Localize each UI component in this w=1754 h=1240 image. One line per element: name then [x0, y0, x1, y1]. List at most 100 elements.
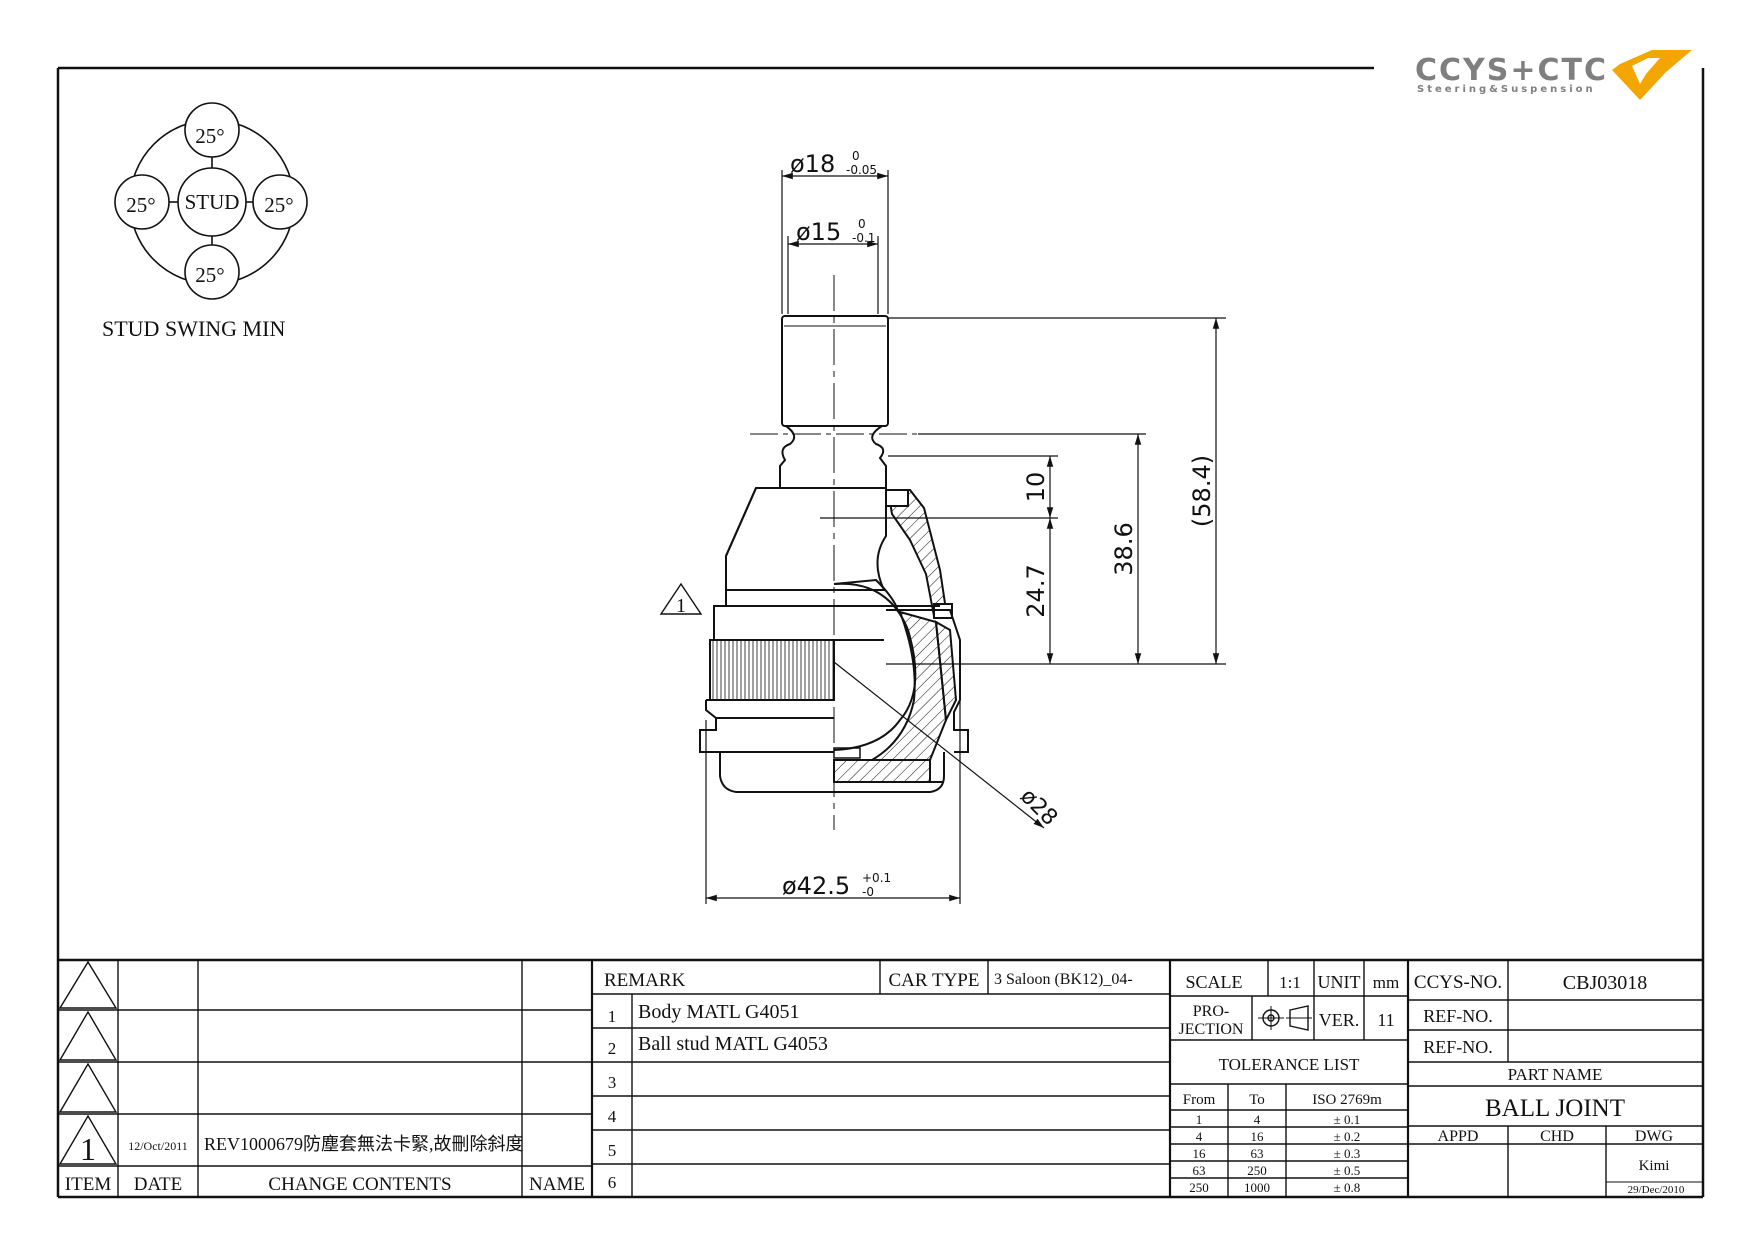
ball-joint-part	[699, 275, 1045, 830]
revision-row-3-triangle-icon	[58, 1062, 118, 1113]
scale-label: SCALE	[1185, 972, 1242, 992]
dim-h386: 38.6	[1110, 522, 1138, 575]
dim-h247: 24.7	[1022, 564, 1050, 617]
tol-row-3-from: 16	[1193, 1146, 1207, 1161]
ccys-no-label: CCYS-NO.	[1414, 972, 1502, 993]
company-logo: CCYS+CTC Steering&Suspension	[1415, 50, 1692, 100]
car-type-label: CAR TYPE	[889, 970, 980, 991]
revision-row-4-mark: 1	[80, 1131, 96, 1167]
dimension-labels: ø18 0 -0.05 ø15 0 -0.1 10 24.7 38.6 (58.…	[659, 149, 1216, 900]
revision-row-4-content: REV1000679防塵套無法卡緊,故刪除斜度	[204, 1134, 524, 1154]
remark-row-3-num: 3	[608, 1073, 617, 1092]
tol-header-to: To	[1249, 1092, 1265, 1108]
car-type-value: 3 Saloon (BK12)_04-	[994, 971, 1133, 988]
swing-right-angle: 25°	[264, 193, 293, 217]
dim-h10: 10	[1022, 472, 1050, 503]
dim-d15-tol-lower: -0.1	[852, 231, 875, 245]
dim-d18-tol-lower: -0.05	[846, 163, 877, 177]
dim-d425-tol-upper: +0.1	[862, 871, 891, 885]
unit-value: mm	[1373, 973, 1399, 992]
dim-d18-tol-upper: 0	[852, 149, 860, 163]
dim-h584: (58.4)	[1188, 455, 1216, 527]
tol-header-iso: ISO 2769m	[1312, 1092, 1382, 1108]
ref-no-label-2: REF-NO.	[1423, 1037, 1493, 1057]
revision-table	[58, 960, 594, 1197]
tol-row-3-to: 63	[1251, 1146, 1264, 1161]
stud-thread	[781, 315, 889, 427]
tol-row-1-to: 4	[1254, 1112, 1261, 1127]
stud-swing-caption: STUD SWING MIN	[102, 316, 285, 341]
scale-value: 1:1	[1279, 973, 1301, 992]
revision-header-content: CHANGE CONTENTS	[268, 1174, 451, 1195]
revision-header-date: DATE	[134, 1174, 183, 1195]
stud-swing-diagram: STUD 25° 25° 25° 25° STUD SWING MIN	[102, 102, 308, 341]
remark-row-2-text: Ball stud MATL G4053	[638, 1033, 828, 1055]
revision-triangle-number: 1	[676, 595, 686, 617]
revision-header-item: ITEM	[65, 1174, 112, 1195]
revision-row-1-triangle-icon	[58, 960, 118, 1009]
logo-brand: CCYS+CTC	[1415, 53, 1608, 88]
tol-row-5-value: ± 0.8	[1334, 1180, 1361, 1195]
ver-value: 11	[1377, 1010, 1394, 1030]
swing-top-angle: 25°	[195, 124, 224, 148]
remark-row-2-num: 2	[608, 1039, 617, 1058]
dwg-date: 29/Dec/2010	[1628, 1184, 1685, 1196]
revision-row-4-triangle-icon	[58, 1114, 118, 1165]
tol-row-5-to: 1000	[1244, 1180, 1270, 1195]
ver-label: VER.	[1319, 1010, 1360, 1030]
bearing-section	[868, 610, 948, 761]
logo-tagline: Steering&Suspension	[1417, 84, 1596, 95]
tol-header-from: From	[1183, 1092, 1216, 1108]
dim-d18: ø18	[790, 150, 835, 178]
tol-row-4-from: 63	[1193, 1163, 1206, 1178]
swing-left-angle: 25°	[126, 193, 155, 217]
remark-row-6-num: 6	[608, 1173, 617, 1192]
tol-row-5-from: 250	[1189, 1180, 1209, 1195]
revision-table-text: 1 12/Oct/2011 REV1000679防塵套無法卡緊,故刪除斜度 IT…	[65, 1131, 585, 1195]
remark-label: REMARK	[604, 970, 686, 991]
projection-label-2: JECTION	[1179, 1021, 1244, 1038]
logo-mark-icon	[1612, 50, 1692, 100]
dim-d28: ø28	[1015, 784, 1062, 831]
title-block-text: SCALE 1:1 UNIT mm PRO- JECTION VER. 11 T…	[1179, 972, 1685, 1196]
tol-row-2-to: 16	[1251, 1129, 1265, 1144]
revision-row-4-date: 12/Oct/2011	[128, 1139, 188, 1153]
dim-d15-tol-upper: 0	[858, 217, 866, 231]
remark-row-1-num: 1	[608, 1007, 617, 1026]
tol-row-2-value: ± 0.2	[1334, 1129, 1361, 1144]
stud-label: STUD	[185, 190, 240, 214]
dwg-label: DWG	[1635, 1128, 1674, 1145]
revision-header-name: NAME	[529, 1174, 585, 1195]
tol-row-4-to: 250	[1247, 1163, 1267, 1178]
projection-symbol-icon	[1258, 1005, 1312, 1031]
lower-seat-section	[833, 759, 931, 783]
remark-row-4-num: 4	[608, 1107, 617, 1126]
revision-row-2-triangle-icon	[58, 1010, 118, 1061]
part-name-label: PART NAME	[1508, 1065, 1603, 1084]
ccys-no-value: CBJ03018	[1563, 972, 1647, 994]
remark-table	[592, 960, 1172, 1197]
tol-row-3-value: ± 0.3	[1334, 1146, 1361, 1161]
unit-label: UNIT	[1318, 972, 1361, 992]
tol-row-2-from: 4	[1196, 1129, 1203, 1144]
dim-d425: ø42.5	[782, 872, 850, 900]
title-block	[1170, 960, 1703, 1197]
projection-label-1: PRO-	[1193, 1003, 1229, 1020]
tol-row-4-value: ± 0.5	[1334, 1163, 1361, 1178]
swing-bottom-angle: 25°	[195, 263, 224, 287]
knurled-collar	[709, 639, 835, 701]
dust-boot-section	[886, 489, 948, 618]
tol-row-1-value: ± 0.1	[1334, 1112, 1361, 1127]
dim-d425-tol-lower: -0	[862, 885, 874, 899]
ref-no-label-1: REF-NO.	[1423, 1006, 1493, 1026]
dimensions	[705, 170, 1226, 904]
part-name-value: BALL JOINT	[1485, 1095, 1625, 1122]
d28-leader	[833, 661, 1045, 829]
appd-label: APPD	[1438, 1128, 1479, 1145]
remark-table-text: REMARK CAR TYPE 3 Saloon (BK12)_04- 1 Bo…	[604, 970, 1133, 1192]
remark-row-5-num: 5	[608, 1141, 617, 1160]
tolerance-title: TOLERANCE LIST	[1219, 1055, 1360, 1074]
revision-triangle-icon	[659, 582, 703, 615]
dwg-value: Kimi	[1639, 1158, 1670, 1174]
